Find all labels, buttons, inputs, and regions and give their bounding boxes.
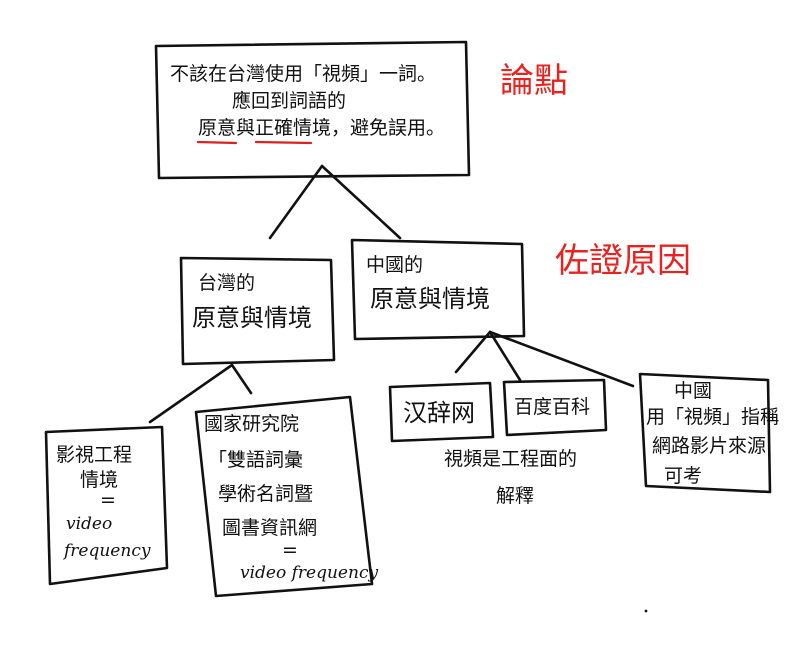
hanci-label: 汉辞网 bbox=[403, 399, 475, 427]
connector-claim-china bbox=[320, 164, 402, 240]
hanci-box: 汉辞网 bbox=[388, 381, 495, 443]
baidu-box-border bbox=[502, 378, 608, 437]
claim-tail: ，避免誤用。 bbox=[331, 117, 445, 139]
hanci-box-border bbox=[388, 381, 495, 443]
claim-keyword-original-meaning: 原意 bbox=[198, 117, 236, 139]
china-usage-box-border bbox=[638, 372, 772, 494]
nlp-line-4: 圖書資訊網 bbox=[222, 517, 317, 539]
underline-original-meaning bbox=[196, 140, 238, 145]
taiwan-line-2: 原意與情境 bbox=[192, 304, 312, 332]
film-line-2: 情境 bbox=[80, 469, 118, 491]
china-usage-line-4: 可考 bbox=[664, 465, 702, 487]
nlp-line-1: 國家研究院 bbox=[204, 413, 299, 435]
argument-label: 論點 bbox=[500, 61, 568, 101]
nlp-line-2: 「雙語詞彙 bbox=[208, 449, 303, 471]
claim-line-2: 應回到詞語的 bbox=[232, 89, 346, 112]
stray-dot bbox=[644, 609, 648, 613]
reasons-label: 佐證原因 bbox=[555, 241, 691, 281]
baidu-label: 百度百科 bbox=[514, 396, 590, 418]
film-line-3: = bbox=[100, 489, 116, 511]
nlp-line-5: = bbox=[282, 539, 298, 561]
connector-taiwan-nlp bbox=[230, 363, 253, 395]
china-usage-line-1: 中國 bbox=[674, 380, 712, 402]
claim-box: 不該在台灣使用「視頻」一詞。 應回到詞語的 原意與正確情境，避免誤用。 bbox=[154, 40, 471, 180]
connector-china-baidu bbox=[488, 330, 522, 382]
connector-taiwan-film bbox=[148, 363, 234, 424]
nlp-box-border bbox=[194, 395, 374, 598]
nlp-line-6: video frequency bbox=[240, 563, 378, 583]
connector-china-usage bbox=[488, 330, 635, 388]
taiwan-line-1: 台灣的 bbox=[198, 272, 255, 294]
underline-correct-context bbox=[254, 140, 313, 145]
film-line-4: video bbox=[66, 514, 112, 534]
china-line-2: 原意與情境 bbox=[370, 285, 490, 313]
film-box-border bbox=[44, 425, 169, 586]
china-usage-box: 中國 用「視頻」指稱 網路影片來源 可考 bbox=[638, 372, 779, 494]
film-engineering-box: 影視工程 情境 = video frequency bbox=[44, 425, 169, 586]
connector-claim-taiwan bbox=[268, 164, 324, 240]
engineering-note-line-1: 視頻是工程面的 bbox=[444, 448, 577, 470]
claim-line-3: 原意與正確情境，避免誤用。 bbox=[198, 117, 445, 139]
china-box-border bbox=[350, 238, 526, 341]
claim-box-border bbox=[154, 40, 471, 180]
china-box: 中國的 原意與情境 bbox=[350, 238, 526, 341]
taiwan-box: 台灣的 原意與情境 bbox=[179, 256, 336, 366]
claim-connector: 與 bbox=[236, 117, 255, 139]
engineering-note-line-2: 解釋 bbox=[496, 485, 534, 507]
claim-line-1: 不該在台灣使用「視頻」一詞。 bbox=[170, 63, 436, 85]
claim-keyword-correct-context: 正確情境 bbox=[255, 117, 331, 139]
china-usage-line-3: 網路影片來源 bbox=[652, 435, 766, 457]
connector-china-hanci bbox=[454, 330, 492, 374]
nlp-line-3: 學術名詞暨 bbox=[218, 483, 313, 505]
baidu-box: 百度百科 bbox=[502, 378, 608, 437]
china-usage-line-2: 用「視頻」指稱 bbox=[646, 406, 779, 428]
taiwan-box-border bbox=[179, 256, 336, 366]
film-line-1: 影視工程 bbox=[56, 444, 132, 466]
film-line-5: frequency bbox=[62, 541, 151, 561]
national-academy-box: 國家研究院 「雙語詞彙 學術名詞暨 圖書資訊網 = video frequenc… bbox=[194, 395, 378, 598]
china-line-1: 中國的 bbox=[366, 254, 423, 276]
